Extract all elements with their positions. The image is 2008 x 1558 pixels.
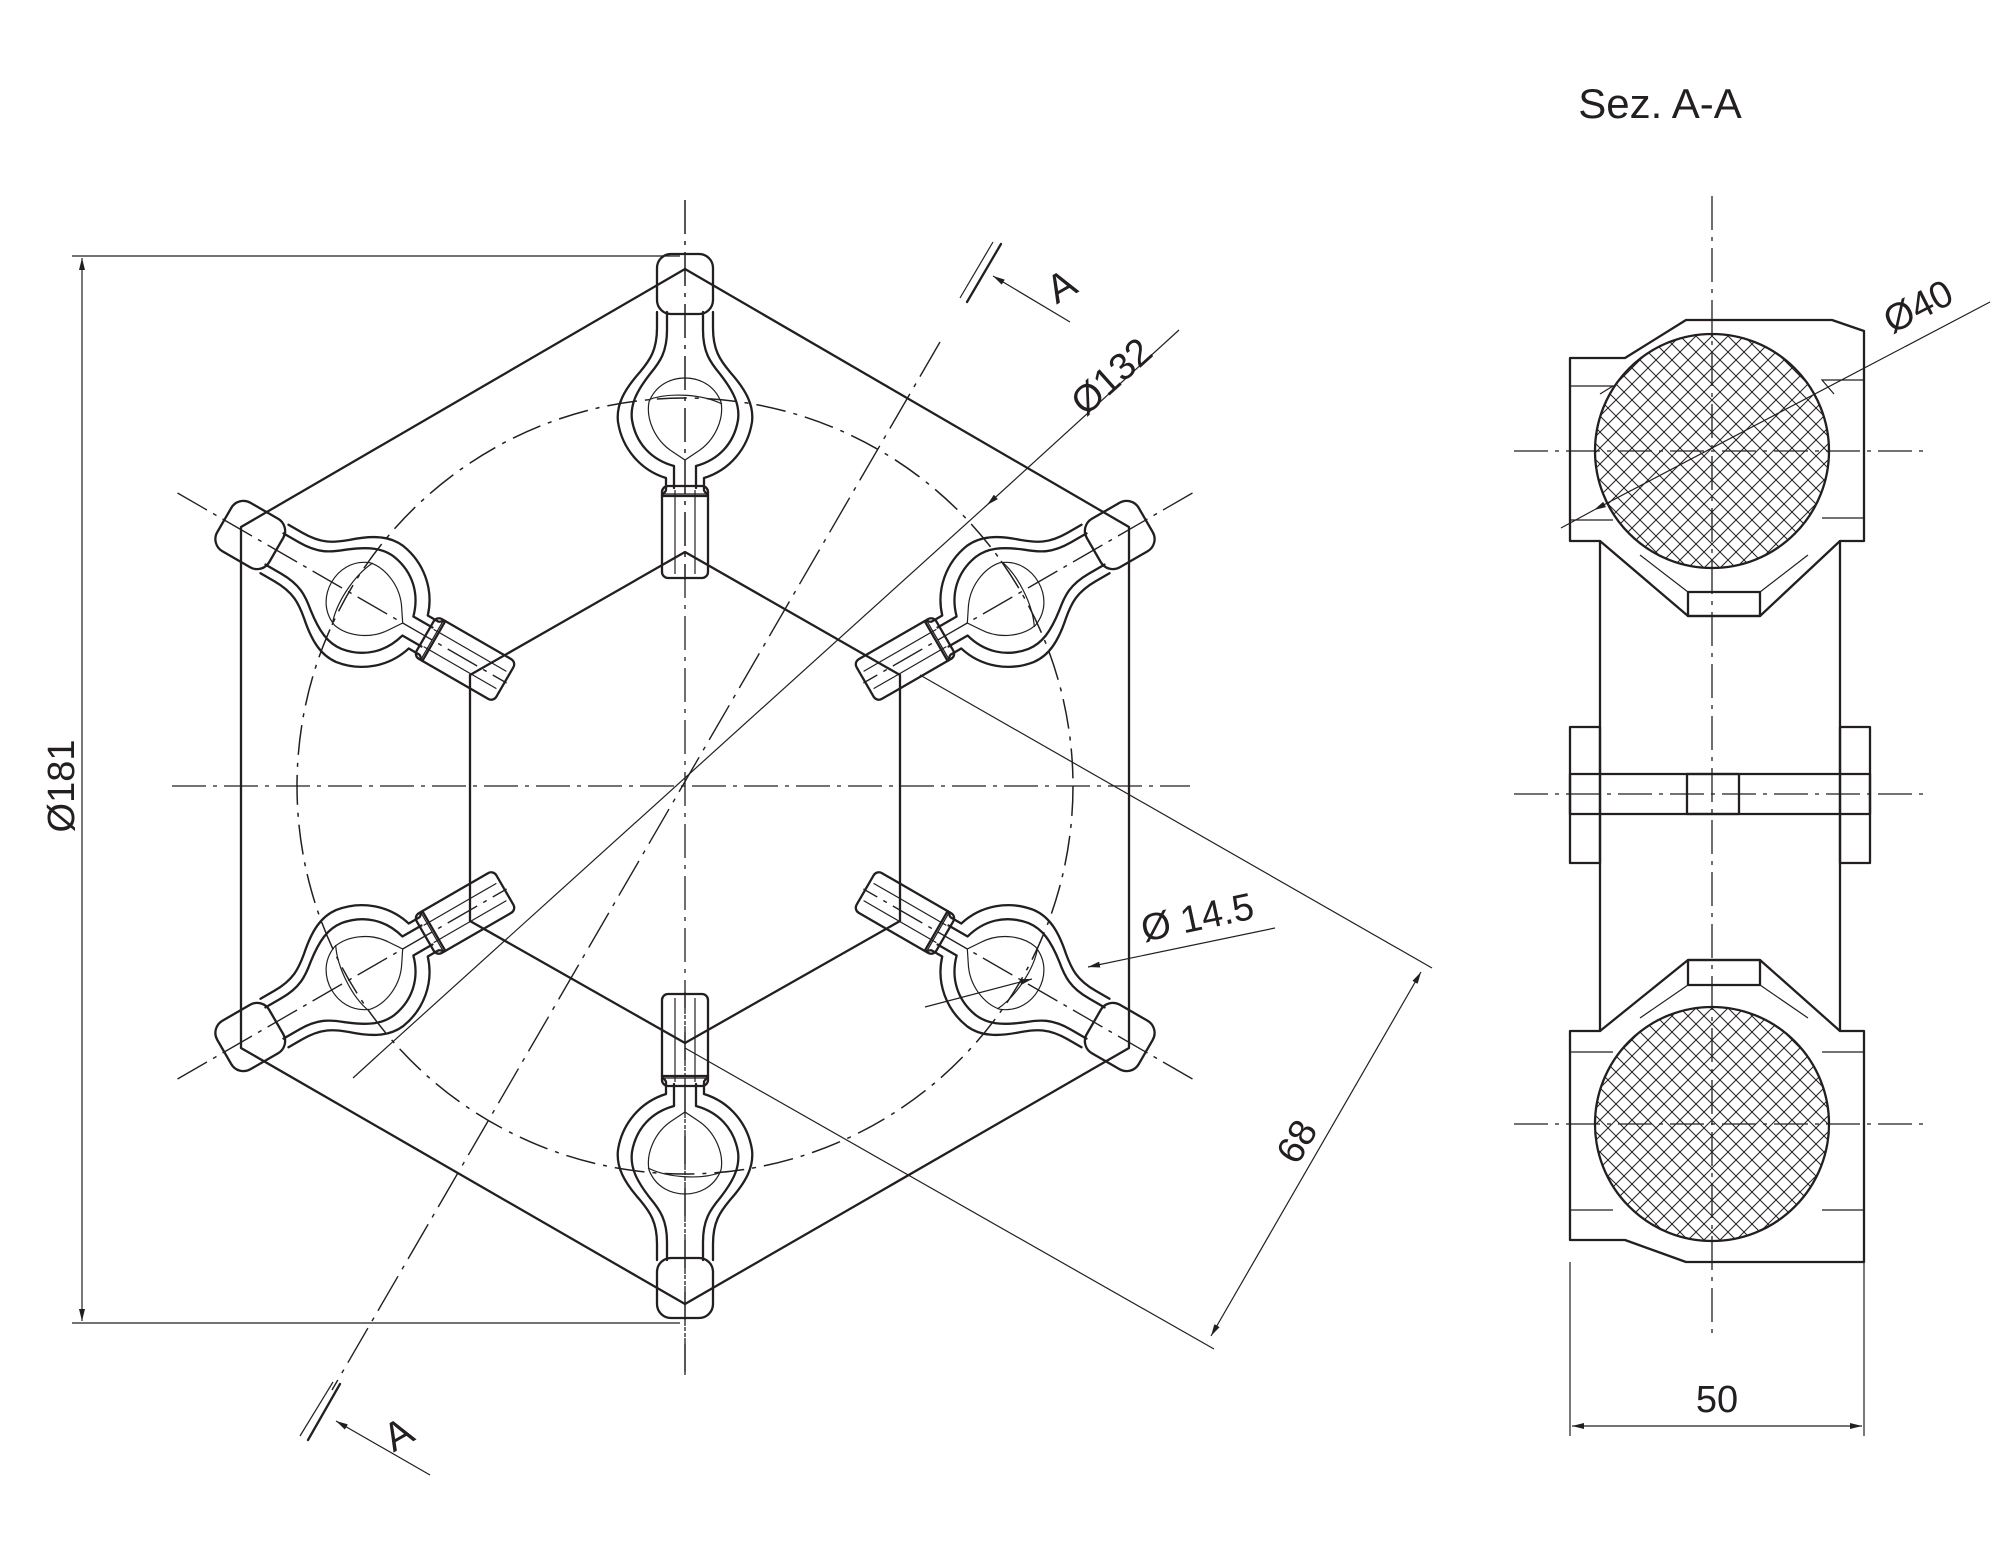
middle-flange-left — [1568, 725, 1602, 865]
clamp-arm — [616, 990, 754, 1374]
leader-tail — [1560, 509, 1595, 529]
section-mark-label-bottom: A — [376, 1409, 421, 1461]
section-line — [331, 341, 941, 1391]
bottom-clamp-foot-line — [1639, 984, 1689, 1019]
section-arrow-top — [992, 275, 1071, 323]
extension-line — [684, 1047, 1215, 1350]
top-clamp-foot — [1686, 590, 1762, 618]
clamp-arm — [828, 829, 1228, 1139]
bottom-clamp-inner — [1570, 1051, 1864, 1211]
middle-bolt — [1568, 772, 1872, 816]
top-clamp-foot-line — [1759, 554, 1809, 593]
arm-neck — [660, 484, 710, 580]
dim-label-diameter-181: Ø181 — [41, 740, 83, 833]
section-title: Sez. A-A — [1578, 80, 1741, 127]
front-view — [142, 200, 1228, 1391]
top-clamp-foot-line — [1639, 554, 1689, 593]
hole-outline — [647, 377, 723, 461]
middle-flange-right — [1838, 725, 1872, 865]
section-mark-tick — [306, 1382, 342, 1442]
dim-label-50: 50 — [1696, 1379, 1738, 1421]
section-mark-tick — [965, 242, 1003, 304]
dim-label-diameter-132: Ø132 — [1063, 330, 1160, 423]
dim-label-68: 68 — [1269, 1113, 1327, 1171]
clamp-arm — [142, 433, 542, 743]
dimension-line-diameter-14-5 — [1087, 927, 1276, 968]
hole-curve — [647, 394, 723, 405]
section-mark-tick — [299, 1381, 334, 1437]
extension-line — [919, 674, 1433, 969]
clamp-arm — [616, 200, 754, 580]
arm-end-cap — [655, 252, 715, 316]
dimension-line-diameter-132 — [986, 329, 1180, 506]
section-mark-tick — [959, 241, 994, 299]
bottom-clamp-foot — [1686, 958, 1762, 987]
arm-body-inner — [630, 310, 740, 490]
arm-body-outer — [616, 310, 754, 498]
top-clamp-outline — [1568, 318, 1866, 618]
dimension-line-68 — [1210, 971, 1422, 1337]
bottom-clamp-outline — [1568, 958, 1866, 1264]
top-clamp-inner — [1570, 379, 1864, 521]
dimension-line-diameter-40 — [1593, 301, 1991, 511]
leader-tail — [352, 1056, 377, 1079]
clamp-arm — [142, 829, 542, 1139]
dim-label-diameter-40: Ø40 — [1877, 272, 1960, 342]
section-arrow-bottom — [335, 1420, 431, 1476]
clamp-arm — [828, 433, 1228, 743]
dim-label-diameter-14-5: Ø 14.5 — [1137, 886, 1257, 951]
leader-line-diameter-132 — [375, 504, 988, 1058]
section-view: Sez. A-A Ø40 — [1514, 80, 1991, 1436]
bottom-clamp-foot-line — [1759, 984, 1809, 1019]
leader-line-diameter-14-5 — [924, 978, 1033, 1008]
section-mark-label-top: A — [1039, 261, 1084, 313]
